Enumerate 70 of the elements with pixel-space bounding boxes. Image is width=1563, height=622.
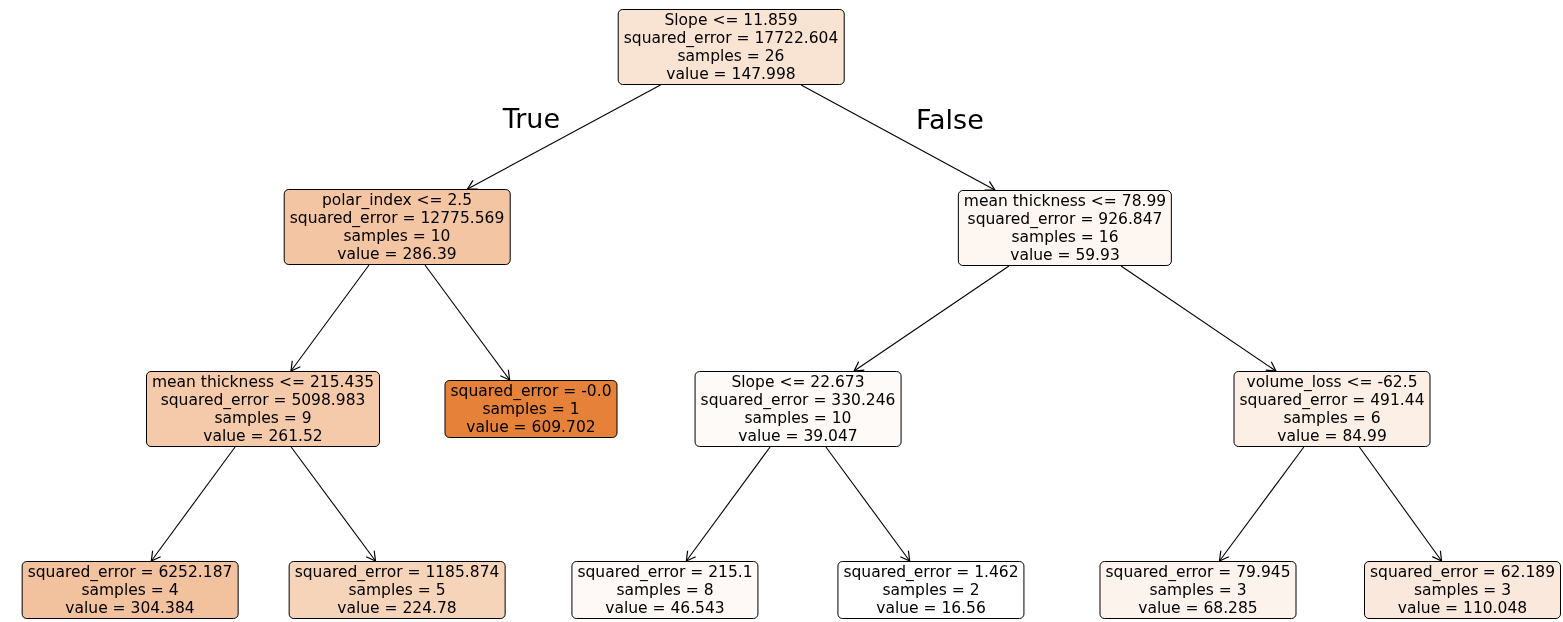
node-text: value = 224.78: [337, 599, 457, 617]
arrow: [290, 264, 370, 372]
arrow: [290, 446, 377, 562]
node-text: volume_loss <= -62.5: [1246, 373, 1418, 391]
arrow: [466, 84, 662, 190]
arrow: [853, 265, 1010, 372]
node-text: squared_error = 1.462: [843, 563, 1019, 581]
node-text: value = 609.702: [466, 418, 596, 436]
tree-node-box: [146, 371, 380, 447]
arrow: [424, 264, 511, 381]
node-text: squared_error = 62.189: [1370, 563, 1555, 581]
node-text: samples = 2: [882, 581, 980, 599]
node-text: mean thickness <= 78.99: [963, 192, 1167, 210]
tree-node-box: [21, 561, 239, 619]
node-text: mean thickness <= 215.435: [152, 373, 374, 391]
node-text: squared_error = 491.44: [1239, 391, 1425, 409]
tree-node-box: [288, 561, 506, 619]
node-text: samples = 3: [1149, 581, 1247, 599]
arrow: [1218, 446, 1305, 562]
node-text: squared_error = 6252.187: [27, 563, 233, 581]
node-text: samples = 6: [1283, 409, 1381, 427]
node-text: samples = 9: [214, 409, 312, 427]
node-text: samples = 16: [1011, 228, 1119, 246]
tree-node-box: [283, 189, 511, 265]
tree-node-box: [1233, 371, 1431, 447]
node-text: squared_error = 1185.874: [294, 563, 500, 581]
node-text: samples = 4: [81, 581, 179, 599]
arrow: [150, 446, 236, 562]
node-text: value = 68.285: [1138, 599, 1258, 617]
node-text: squared_error = 17722.604: [623, 29, 839, 47]
tree-node-box: [617, 9, 845, 85]
tree-node-box: [444, 380, 618, 438]
tree-node-box: [694, 371, 902, 447]
node-text: value = 147.998: [666, 65, 796, 83]
node-text: Slope <= 22.673: [731, 373, 865, 391]
node-text: value = 39.047: [738, 427, 858, 445]
node-text: samples = 8: [616, 581, 714, 599]
node-text: value = 59.93: [1010, 246, 1120, 264]
node-text: samples = 5: [348, 581, 446, 599]
node-text: squared_error = -0.0: [450, 382, 612, 400]
node-text: squared_error = 926.847: [967, 210, 1163, 228]
node-text: value = 286.39: [337, 245, 457, 263]
tree-node-box: [837, 561, 1025, 619]
tree-node-box: [1099, 561, 1297, 619]
tree-node-box: [1364, 561, 1561, 619]
node-text: squared_error = 330.246: [700, 391, 896, 409]
node-text: value = 304.384: [65, 599, 195, 617]
arrow: [825, 446, 911, 562]
node-text: value = 84.99: [1277, 427, 1387, 445]
tree-node-box: [571, 561, 759, 619]
node-text: samples = 26: [677, 47, 785, 65]
node-text: Slope <= 11.859: [664, 11, 798, 29]
arrow: [1120, 265, 1277, 372]
node-text: samples = 3: [1413, 581, 1512, 599]
node-text: value = 110.048: [1397, 599, 1528, 617]
node-text: value = 46.543: [605, 599, 725, 617]
arrow: [1358, 446, 1443, 562]
arrow: [685, 446, 771, 562]
node-text: squared_error = 79.945: [1105, 563, 1291, 581]
node-text: samples = 10: [744, 409, 852, 427]
tree-node-box: [957, 190, 1173, 266]
node-text: squared_error = 12775.569: [289, 209, 505, 227]
node-text: squared_error = 5098.983: [160, 391, 366, 409]
node-text: samples = 1: [482, 400, 580, 418]
node-text: squared_error = 215.1: [577, 563, 753, 581]
arrow: [800, 84, 996, 191]
node-text: samples = 10: [343, 227, 451, 245]
node-text: value = 16.56: [876, 599, 986, 617]
node-text: value = 261.52: [203, 427, 323, 445]
node-text: polar_index <= 2.5: [321, 191, 473, 209]
